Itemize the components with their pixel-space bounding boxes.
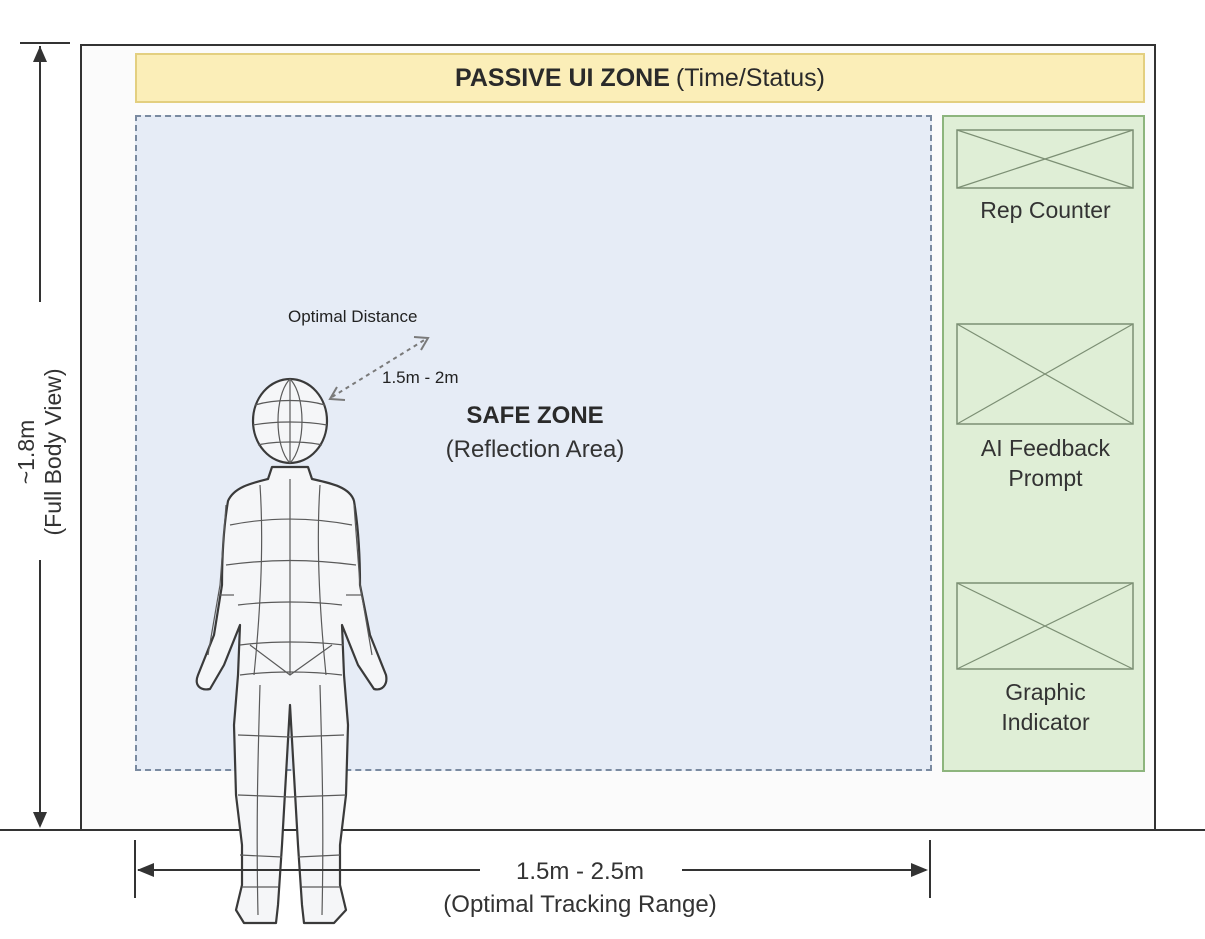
- image-placeholder-icon: [956, 129, 1134, 189]
- passive-ui-zone: PASSIVE UI ZONE (Time/Status): [135, 53, 1145, 103]
- rep-counter-placeholder: [956, 129, 1134, 189]
- human-figure-icon: [195, 377, 388, 925]
- floor-line: [0, 829, 1205, 831]
- height-dimension-line: [20, 42, 70, 828]
- ai-feedback-label: AI Feedback Prompt: [980, 435, 1111, 491]
- sidebar-widget-zone: Rep Counter AI Feedback Prompt Graphic I…: [942, 115, 1145, 772]
- passive-zone-subtitle: (Time/Status): [675, 63, 825, 92]
- width-dimension-label: 1.5m - 2.5m (Optimal Tracking Range): [380, 855, 780, 921]
- height-dimension-label: ~1.8m (Full Body View): [13, 252, 67, 652]
- optimal-distance-label: Optimal Distance: [288, 307, 418, 326]
- ai-feedback-placeholder: [956, 323, 1134, 425]
- safe-zone-subtitle: (Reflection Area): [445, 436, 625, 463]
- width-dimension-line: [134, 840, 931, 898]
- graphic-indicator-label: Graphic Indicator: [1001, 679, 1090, 735]
- image-placeholder-icon: [956, 323, 1134, 425]
- passive-zone-title: PASSIVE UI ZONE: [455, 63, 670, 92]
- width-note: (Optimal Tracking Range): [443, 891, 717, 918]
- safe-zone-title: SAFE ZONE: [466, 402, 604, 429]
- height-note: (Full Body View): [40, 368, 66, 536]
- height-value: ~1.8m: [13, 419, 39, 485]
- double-arrow-icon: [328, 336, 430, 401]
- rep-counter-label: Rep Counter: [980, 197, 1111, 223]
- optimal-distance-value: 1.5m - 2m: [382, 368, 459, 387]
- graphic-indicator-placeholder: [956, 582, 1134, 670]
- image-placeholder-icon: [956, 582, 1134, 670]
- width-value: 1.5m - 2.5m: [515, 858, 645, 885]
